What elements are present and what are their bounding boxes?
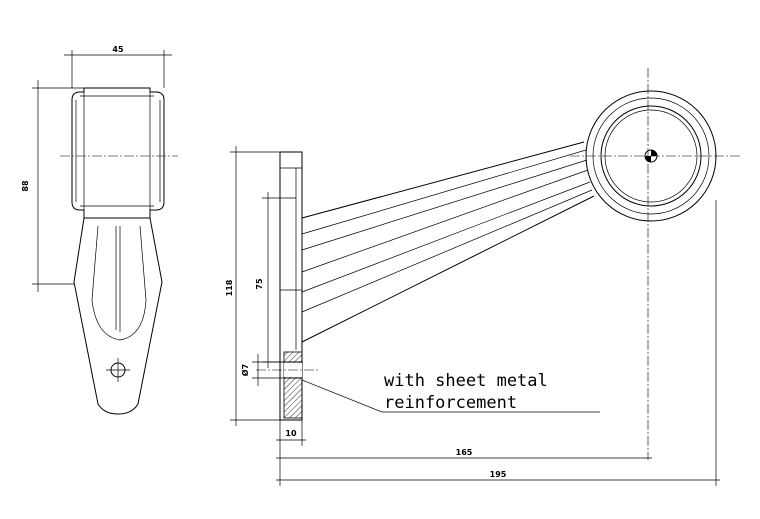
note-line-1: with sheet metal <box>384 371 548 391</box>
front-view: 45 88 <box>21 45 178 415</box>
dim-side-height: 118 <box>225 279 234 296</box>
dim-inner-height: 75 <box>255 278 264 290</box>
dim-reach-total: 195 <box>490 470 507 479</box>
dim-base-thickness: 10 <box>285 429 297 438</box>
dim-reach-inner: 165 <box>456 448 473 457</box>
side-view: 118 75 Ø7 10 165 195 with sheet metal re… <box>225 68 740 486</box>
note-line-2: reinforcement <box>384 393 517 413</box>
dim-front-height: 88 <box>21 180 30 192</box>
dim-front-width: 45 <box>112 45 124 54</box>
dim-hole-diameter: Ø7 <box>240 364 250 376</box>
